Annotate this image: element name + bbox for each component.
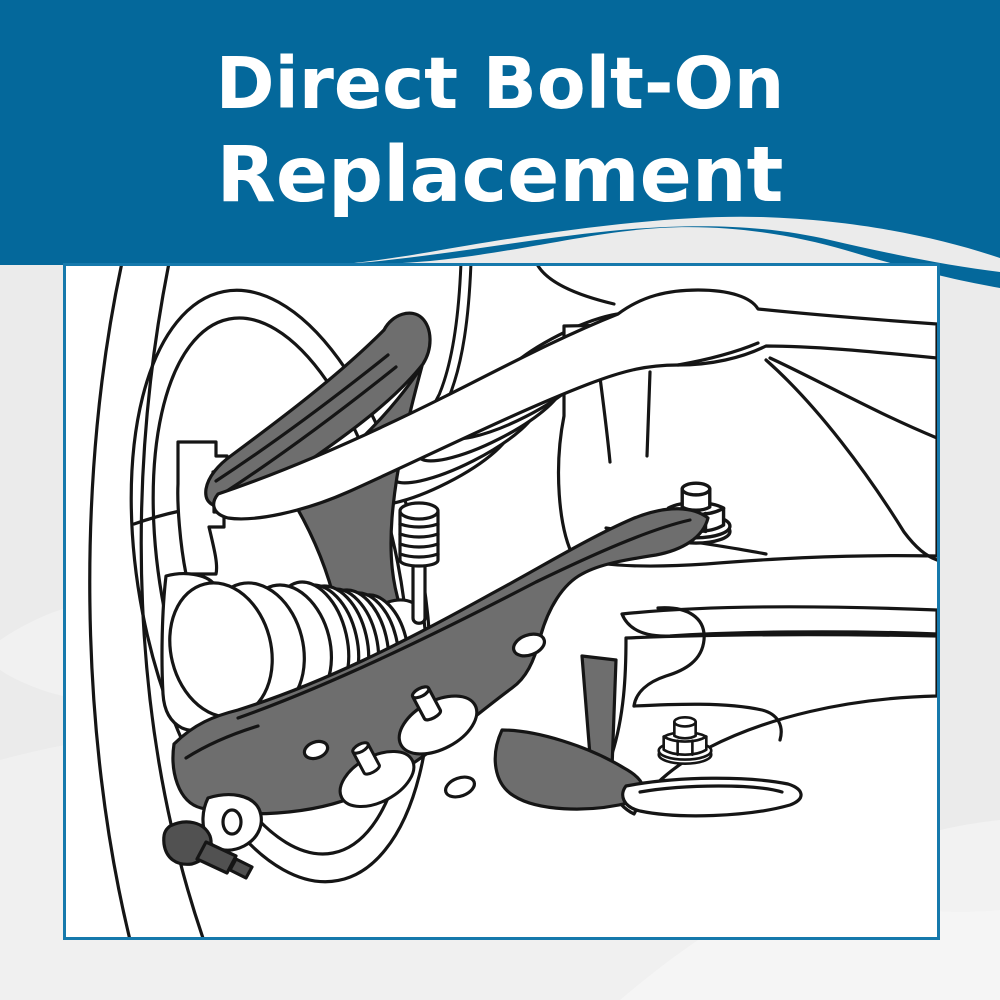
lower-control-arm [171, 507, 710, 816]
ball-joint [162, 820, 254, 880]
sway-bar [212, 288, 937, 521]
header-banner: Direct Bolt-On Replacement [0, 0, 1000, 310]
arm-pads-and-holes [302, 632, 547, 820]
lower-control-arm-group [171, 507, 710, 816]
skid-bracket [621, 776, 803, 818]
illustration-frame [63, 263, 940, 940]
suspension-illustration [66, 266, 937, 937]
title-block: Direct Bolt-On Replacement [0, 38, 1000, 222]
body-sill [620, 605, 937, 638]
header-background-shape [0, 0, 1000, 288]
page-title-line1: Direct Bolt-On [215, 42, 785, 125]
header-wave-cutout [345, 216, 1000, 272]
page-title-line2: Replacement [216, 131, 784, 220]
stabilizer-link-stud [398, 501, 440, 625]
